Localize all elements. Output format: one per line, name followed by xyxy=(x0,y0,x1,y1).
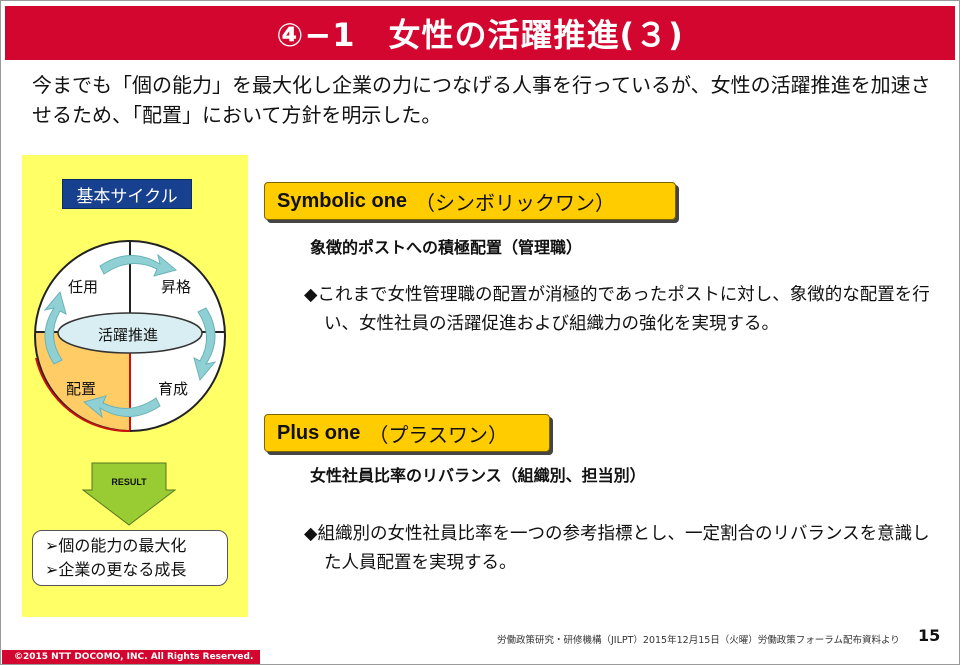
source-note: 労働政策研究・研修機構（JILPT）2015年12月15日（火曜）労働政策フォー… xyxy=(497,635,900,646)
result-box: ➢個の能力の最大化 ➢企業の更なる成長 xyxy=(32,530,228,586)
arrow-bottom-icon xyxy=(82,395,161,419)
section-title-en: Symbolic one xyxy=(277,189,408,212)
center-ellipse xyxy=(57,312,203,354)
cycle-arrows xyxy=(43,253,217,419)
arrow-left-icon xyxy=(43,290,67,365)
section-bullet: ◆組織別の女性社員比率を一つの参考指標とし、一定割合のリバランスを意識した人員配… xyxy=(304,524,930,573)
section-plus-one-title: Plus one （プラスワン） xyxy=(264,414,550,452)
cycle-top-right: 昇格 xyxy=(161,278,192,296)
section-title-en: Plus one xyxy=(277,421,361,444)
section-symbolic-one-title: Symbolic one （シンボリックワン） xyxy=(264,182,676,220)
cycle-bottom-right: 育成 xyxy=(158,380,189,398)
section-title-jp: （シンボリックワン） xyxy=(415,190,616,215)
cycle-center: 活躍推進 xyxy=(98,326,159,344)
intro-text: 今までも「個の能力」を最大化し企業の力につなげる人事を行っているが、女性の活躍推… xyxy=(32,73,931,127)
result-item: ➢企業の更なる成長 xyxy=(45,560,187,579)
copyright: ©2015 NTT DOCOMO, INC. All Rights Reserv… xyxy=(2,650,260,664)
section-subheading: 象徴的ポストへの積極配置（管理職） xyxy=(310,238,583,257)
cycle-top-left: 任用 xyxy=(68,278,99,296)
section-bullet: ◆これまで女性管理職の配置が消極的であったポストに対し、象徴的な配置を行い、女性… xyxy=(304,285,930,334)
cycle-label: 基本サイクル xyxy=(62,179,192,209)
page-number: 15 xyxy=(918,626,941,645)
section-subheading: 女性社員比率のリバランス（組織別、担当別） xyxy=(310,466,646,485)
cycle-diagram xyxy=(34,240,226,433)
cycle-bottom-left: 配置 xyxy=(66,380,97,398)
arrow-top-icon xyxy=(99,253,178,277)
slide-title: ④−1 女性の活躍推進(３) xyxy=(5,6,955,60)
result-label: RESULT xyxy=(111,477,147,487)
result-arrow-icon: RESULT xyxy=(82,462,176,526)
result-item: ➢個の能力の最大化 xyxy=(45,536,187,555)
arrow-right-icon xyxy=(193,307,217,382)
section-title-jp: （プラスワン） xyxy=(368,422,508,447)
